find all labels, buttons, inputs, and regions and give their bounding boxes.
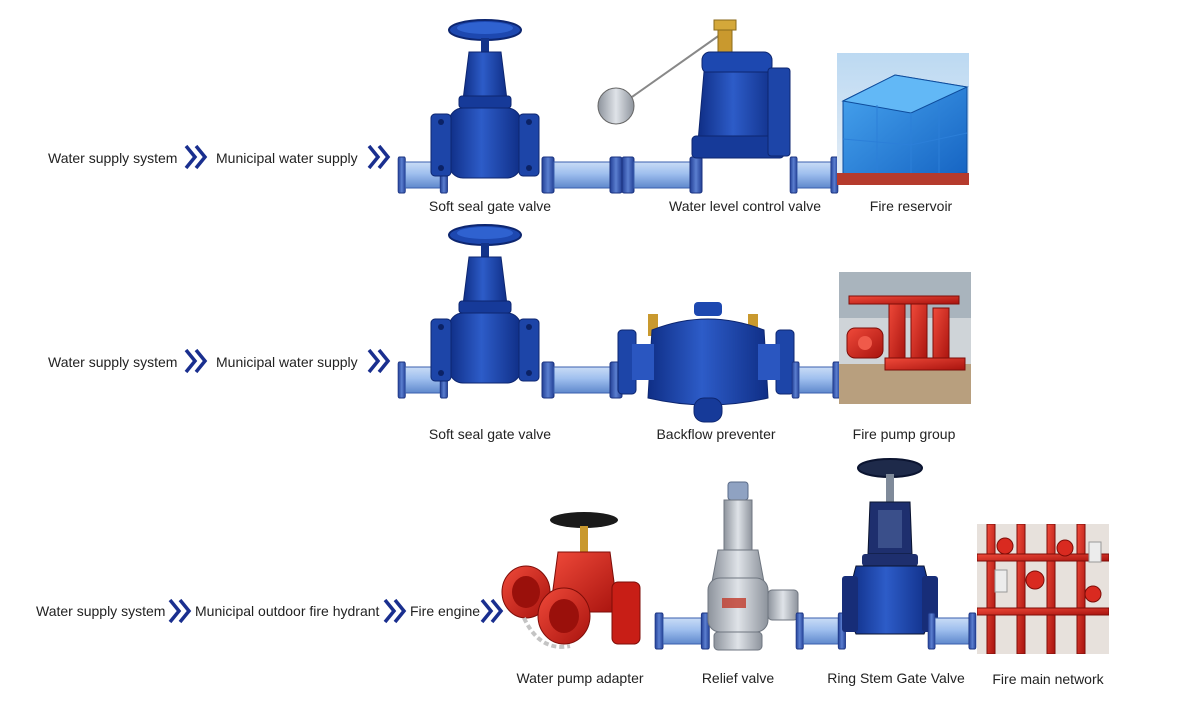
chevron-right-icon bbox=[367, 144, 391, 170]
water-tank-photo bbox=[837, 53, 969, 185]
pipe-spool bbox=[541, 361, 623, 399]
chevron-right-icon bbox=[480, 598, 504, 624]
caption-fire-reservoir: Fire reservoir bbox=[869, 198, 953, 214]
caption-relief-valve: Relief valve bbox=[701, 670, 775, 686]
flow-label-water-supply-system: Water supply system bbox=[48, 150, 178, 166]
flow-label-water-supply-system: Water supply system bbox=[48, 354, 178, 370]
pipe-spool bbox=[789, 156, 839, 194]
caption-fire-pump-group: Fire pump group bbox=[852, 426, 956, 442]
ring-stem-gate-valve-icon bbox=[842, 458, 938, 635]
chevron-right-icon bbox=[367, 348, 391, 374]
pipe-spool bbox=[791, 361, 841, 399]
pipe-spool bbox=[795, 612, 847, 650]
pump-adapter-icon bbox=[501, 512, 641, 649]
pipe-spool bbox=[927, 612, 977, 650]
gate-valve-icon bbox=[430, 19, 540, 179]
caption-ring-stem-gate-valve: Ring Stem Gate Valve bbox=[827, 670, 965, 686]
backflow-preventer-icon bbox=[617, 302, 795, 423]
relief-valve-icon bbox=[707, 481, 799, 651]
flow-label-municipal-water-supply: Municipal water supply bbox=[216, 354, 358, 370]
caption-water-level-control-valve: Water level control valve bbox=[669, 198, 821, 214]
caption-backflow-preventer: Backflow preventer bbox=[656, 426, 776, 442]
flow-label-municipal-water-supply: Municipal water supply bbox=[216, 150, 358, 166]
fire-pump-photo bbox=[839, 272, 971, 404]
chevron-right-icon bbox=[184, 144, 208, 170]
caption-soft-seal-gate-valve: Soft seal gate valve bbox=[428, 198, 552, 214]
flow-label-fire-engine: Fire engine bbox=[410, 603, 481, 619]
flow-label-municipal-outdoor-fire-hydrant: Municipal outdoor fire hydrant bbox=[195, 603, 380, 619]
caption-water-pump-adapter: Water pump adapter bbox=[516, 670, 644, 686]
gate-valve-icon bbox=[430, 224, 540, 384]
caption-soft-seal-gate-valve: Soft seal gate valve bbox=[428, 426, 552, 442]
float-valve-icon bbox=[597, 19, 791, 159]
chevron-right-icon bbox=[383, 598, 407, 624]
fire-main-network-photo bbox=[977, 524, 1109, 654]
chevron-right-icon bbox=[168, 598, 192, 624]
flow-label-water-supply-system: Water supply system bbox=[36, 603, 166, 619]
chevron-right-icon bbox=[184, 348, 208, 374]
caption-fire-main-network: Fire main network bbox=[992, 671, 1104, 687]
